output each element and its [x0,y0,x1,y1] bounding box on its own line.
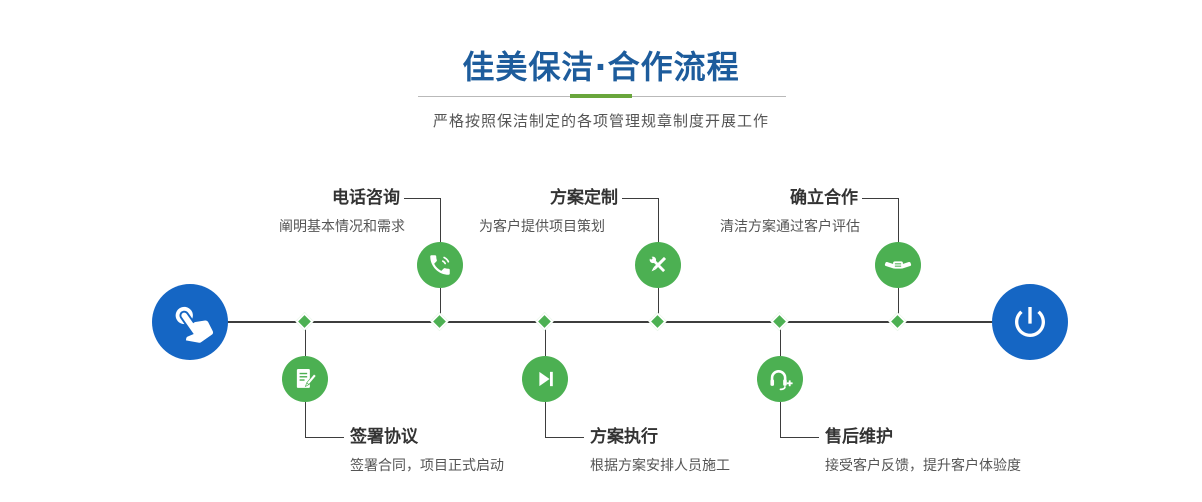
step-title: 方案执行 [590,427,658,447]
timeline-end-node [992,284,1068,360]
step-desc: 根据方案安排人员施工 [590,458,730,474]
title-underline-accent [570,94,632,98]
step-desc: 清洁方案通过客户评估 [720,219,860,235]
timeline-node-diamond [888,312,907,331]
step-circle-aftersales [757,356,803,402]
page-subtitle: 严格按照保洁制定的各项管理规章制度开展工作 [432,112,769,130]
connector-elbow [862,198,899,243]
timeline-node-diamond [535,312,554,331]
connector-elbow [404,198,441,243]
power-icon [1015,307,1045,337]
step-title: 方案定制 [550,188,618,208]
connector-line [440,288,441,321]
pointer-hand-icon [175,306,214,343]
step-title: 电话咨询 [332,188,400,208]
contract-sign-icon [296,369,317,388]
step-desc: 阐明基本情况和需求 [279,219,405,235]
step-title: 售后维护 [825,427,893,447]
step-circle-phone [417,242,463,288]
connector-elbow [622,198,659,243]
step-circle-design [635,242,681,288]
timeline-node-diamond [295,312,314,331]
connector-line [305,323,306,356]
connector-line [545,323,546,356]
connector-line [898,288,899,321]
handshake-icon [884,261,912,269]
connector-line [658,288,659,321]
connector-elbow [305,402,344,438]
step-desc: 签署合同，项目正式启动 [350,458,504,474]
step-circle-cooperation [875,242,921,288]
step-desc: 接受客户反馈，提升客户体验度 [825,458,1021,474]
step-circle-contract [282,356,328,402]
design-tools-icon [648,255,666,272]
step-title: 确立合作 [790,188,858,208]
timeline-line [190,321,1030,323]
step-desc: 为客户提供项目策划 [479,219,605,235]
phone-icon [430,255,450,275]
page-title: 佳美保洁·合作流程 [462,48,740,86]
timeline-node-diamond [648,312,667,331]
timeline-node-diamond [430,312,449,331]
connector-elbow [545,402,584,438]
timeline-start-node [152,284,228,360]
timeline-node-diamond [770,312,789,331]
aftersales-headset-icon [770,370,793,391]
connector-line [780,323,781,356]
step-title: 签署协议 [350,427,418,447]
connector-elbow [780,402,819,438]
step-circle-execution [522,356,568,402]
execute-play-icon [539,371,553,387]
